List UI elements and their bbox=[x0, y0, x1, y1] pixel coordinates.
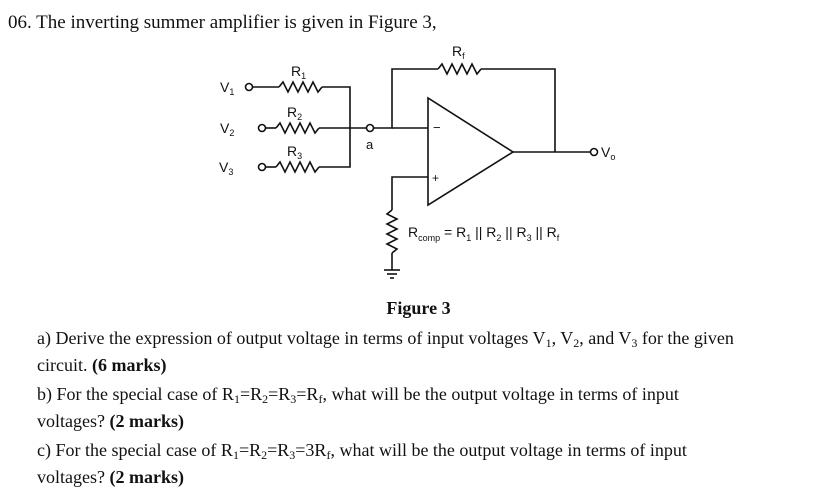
part-a-line-1: a) Derive the expression of output volta… bbox=[37, 328, 734, 350]
inverting-input-sign: − bbox=[433, 120, 441, 135]
svg-text:R2: R2 bbox=[287, 104, 302, 122]
v3-terminal bbox=[257, 162, 267, 172]
feedback-wire-left bbox=[391, 68, 438, 124]
rf-resistor bbox=[437, 62, 482, 76]
part-b-marks: (2 marks) bbox=[109, 411, 184, 431]
part-c-line-1: c) For the special case of R1=R2=R3=3Rf,… bbox=[37, 440, 687, 462]
part-b-line-2: voltages? (2 marks) bbox=[37, 411, 184, 431]
noninverting-input-sign: + bbox=[432, 171, 439, 185]
part-c-line-2: voltages? (2 marks) bbox=[37, 467, 184, 487]
r3-resistor bbox=[275, 160, 320, 174]
svg-text:V3: V3 bbox=[219, 159, 233, 177]
circuit-diagram: Rf R1 R2 R3 V1 V2 V3 Vo a − + Rcomp = R1… bbox=[219, 43, 615, 279]
feedback-wire-right bbox=[481, 68, 556, 152]
node-a-label: a bbox=[366, 137, 374, 152]
svg-text:Rf: Rf bbox=[452, 43, 465, 61]
svg-text:V2: V2 bbox=[220, 120, 234, 138]
svg-text:Vo: Vo bbox=[601, 144, 615, 162]
figure-caption: Figure 3 bbox=[386, 298, 451, 318]
op-amp bbox=[427, 96, 515, 207]
part-c-marks: (2 marks) bbox=[109, 467, 184, 487]
part-b-line-1: b) For the special case of R1=R2=R3=Rf, … bbox=[37, 384, 679, 406]
question-title: 06. The inverting summer amplifier is gi… bbox=[8, 12, 437, 33]
r1-resistor bbox=[278, 80, 323, 94]
rcomp-resistor bbox=[385, 209, 399, 254]
svg-text:R1: R1 bbox=[291, 63, 306, 81]
r2-resistor bbox=[275, 121, 320, 135]
v2-terminal bbox=[257, 123, 267, 133]
rcomp-equation: Rcomp = R1 || R2 || R3 || Rf bbox=[408, 224, 560, 243]
svg-text:R3: R3 bbox=[287, 143, 302, 161]
part-a-line-2: circuit. (6 marks) bbox=[37, 355, 167, 375]
part-a-marks: (6 marks) bbox=[91, 355, 167, 375]
vo-terminal bbox=[589, 147, 599, 157]
v1-terminal bbox=[244, 82, 254, 92]
node-a bbox=[365, 123, 375, 133]
svg-text:V1: V1 bbox=[220, 79, 234, 97]
